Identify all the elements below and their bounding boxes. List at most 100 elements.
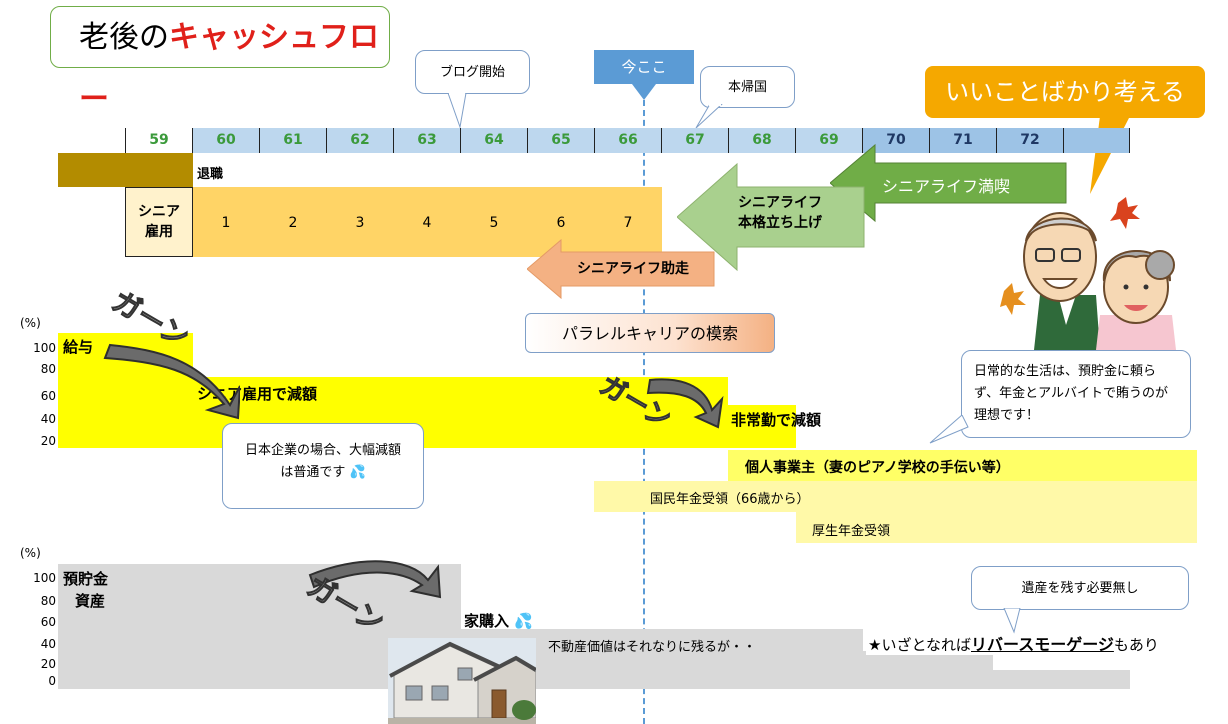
return-home-callout: 本帰国 [700, 66, 795, 108]
age-68: 68 [729, 128, 796, 153]
year-5: 5 [489, 215, 499, 231]
inheritance-pointer [1003, 608, 1021, 634]
year-7: 7 [623, 215, 633, 231]
senior-employment-bar [193, 187, 662, 257]
part-time-cut-label: 非常勤で減額 [731, 411, 822, 429]
age-59: 59 [126, 128, 193, 153]
year-3: 3 [355, 215, 365, 231]
now-here-arrow-icon [632, 84, 656, 100]
life-enjoy-label: シニアライフ満喫 [882, 177, 1011, 196]
year-2: 2 [288, 215, 298, 231]
assets-unit: (%) [20, 546, 41, 560]
savings-late-bar [863, 651, 993, 689]
title-prefix: 老後の [79, 20, 169, 55]
shock-arrow-2-icon [646, 378, 724, 429]
retire-label: 退職 [197, 167, 224, 182]
age-64: 64 [461, 128, 528, 153]
daily-life-pointer [929, 415, 969, 444]
life-runup-arrow-icon [527, 238, 715, 300]
real-estate-note: 不動産価値はそれなりに残るが・・ [548, 640, 757, 655]
age-60: 60 [193, 128, 260, 153]
life-launch-arrow-icon [677, 162, 865, 272]
career-bar [58, 153, 193, 187]
age-61: 61 [260, 128, 327, 153]
savings-label-line2: 資産 [75, 592, 106, 610]
income-tick-40: 40 [40, 412, 56, 426]
life-enjoy-arrow-icon [830, 143, 1067, 223]
age-69: 69 [796, 128, 863, 153]
daily-life-text: 日常的な生活は、預貯金に頼らず、年金とアルバイトで賄うのが理想です！ [974, 364, 1168, 423]
reverse-mortgage-prefix: ★いざとなれば [868, 636, 971, 654]
inheritance-text: 遺産を残す必要無し [1021, 581, 1139, 596]
parallel-career-label: パラレルキャリアの模索 [561, 324, 738, 343]
employee-pension-label: 厚生年金受領 [812, 524, 891, 539]
life-launch-line1: シニアライフ [738, 195, 822, 211]
sweat-drop-icon: 💦 [345, 465, 366, 480]
income-tick-60: 60 [40, 389, 56, 403]
blog-start-pointer [447, 93, 467, 128]
national-pension-label: 国民年金受領（66歳から） [650, 492, 810, 507]
blog-start-callout: ブログ開始 [415, 50, 530, 94]
drop-icon: 💦 [509, 612, 533, 630]
return-home-label: 本帰国 [727, 80, 767, 95]
salary-parttime-bar [728, 405, 796, 448]
income-unit: (%) [20, 316, 41, 330]
elderly-couple-illustration [1000, 197, 1176, 350]
assets-tick-60: 60 [40, 615, 56, 629]
year-6: 6 [556, 215, 566, 231]
life-launch-label: シニアライフ 本格立ち上げ [720, 193, 840, 233]
assets-tick-20: 20 [40, 657, 56, 671]
think-good-label: いいことばかり考える [945, 78, 1185, 106]
age-65: 65 [528, 128, 595, 153]
age-67: 67 [662, 128, 729, 153]
age-62: 62 [327, 128, 394, 153]
reverse-mortgage-note: ★いざとなればリバースモーゲージもあり [866, 631, 1161, 655]
salary-label: 給与 [63, 338, 94, 356]
title-box: 老後のキャッシュフロー [50, 6, 390, 117]
reverse-mortgage-suffix: もあり [1113, 636, 1159, 654]
national-pension-bar [594, 481, 1197, 512]
title-highlight: キャッシュフロー [79, 20, 379, 117]
sole-proprietor-label: 個人事業主（妻のピアノ学校の手伝い等） [745, 460, 1010, 476]
age-71: 71 [930, 128, 997, 153]
age-66: 66 [595, 128, 662, 153]
sole-proprietor-bar [728, 450, 1197, 481]
reverse-mortgage-keyword: リバースモーゲージ [971, 635, 1114, 654]
blog-start-label: ブログ開始 [439, 65, 505, 80]
income-tick-100: 100 [33, 341, 56, 355]
house-purchase-text: 家購入 [464, 612, 510, 630]
savings-label: 預貯金 資産 [63, 568, 108, 612]
assets-tick-80: 80 [40, 594, 56, 608]
year-4: 4 [422, 215, 432, 231]
senior-cut-label: シニア雇用で減額 [197, 385, 318, 403]
house-illustration [388, 638, 536, 724]
employee-pension-bar [796, 512, 1197, 543]
now-here-label: 今ここ [621, 58, 667, 76]
age-72: 72 [997, 128, 1064, 153]
now-here-box: 今ここ [594, 50, 694, 84]
inheritance-callout: 遺産を残す必要無し [971, 566, 1189, 610]
life-launch-line2: 本格立ち上げ [738, 215, 822, 231]
japan-companies-text: 日本企業の場合、大幅減額は普通です [244, 443, 401, 480]
daily-life-callout: 日常的な生活は、預貯金に頼らず、年金とアルバイトで賄うのが理想です！ [961, 350, 1191, 438]
think-good-callout: いいことばかり考える [925, 66, 1205, 118]
return-home-pointer [695, 104, 723, 129]
income-tick-80: 80 [40, 362, 56, 376]
japan-companies-callout: 日本企業の場合、大幅減額は普通です 💦 [222, 423, 424, 509]
house-purchase-label: 家購入 💦 [464, 610, 533, 631]
shock-arrow-3-icon [308, 560, 442, 599]
assets-tick-40: 40 [40, 637, 56, 651]
life-runup-label: シニアライフ助走 [577, 261, 689, 277]
age-overflow-cell [1064, 128, 1129, 153]
savings-label-line1: 預貯金 [63, 570, 109, 588]
savings-tail-bar [993, 670, 1130, 689]
year-1: 1 [221, 215, 231, 231]
senior-employment-line1: シニア [138, 204, 180, 220]
assets-tick-0: 0 [48, 674, 56, 688]
senior-employment-line2: 雇用 [145, 224, 173, 240]
age-63: 63 [394, 128, 461, 153]
senior-employment-box: シニア 雇用 [125, 187, 193, 257]
income-tick-20: 20 [40, 434, 56, 448]
assets-tick-100: 100 [33, 571, 56, 585]
parallel-career-box: パラレルキャリアの模索 [525, 313, 775, 353]
